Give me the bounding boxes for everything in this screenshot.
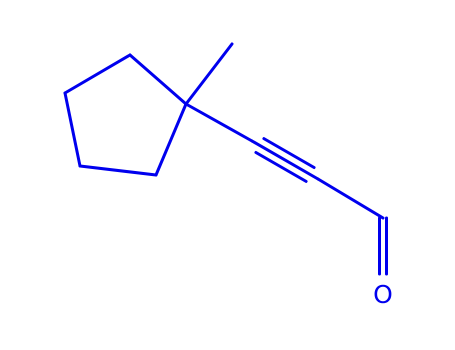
bond-methyl: [184, 42, 234, 106]
bond-ring-alkyne: [184, 102, 254, 143]
bond-triple-line-side-b: [262, 137, 316, 170]
bond-alkyne-aldehyde: [316, 177, 385, 220]
atom-label-oxygen: O: [373, 280, 393, 309]
bond-triple-line-side-a: [254, 150, 308, 183]
bond-ring-2-3: [63, 53, 132, 95]
bond-layer: [63, 42, 388, 276]
bond-triple-line-center: [250, 139, 320, 181]
bond-ring-4-5: [78, 164, 158, 177]
bond-ring-5-1: [154, 102, 188, 177]
atom-label-layer: O: [373, 280, 393, 309]
bond-ring-1-2: [128, 53, 188, 106]
bond-ring-3-4: [63, 91, 82, 168]
